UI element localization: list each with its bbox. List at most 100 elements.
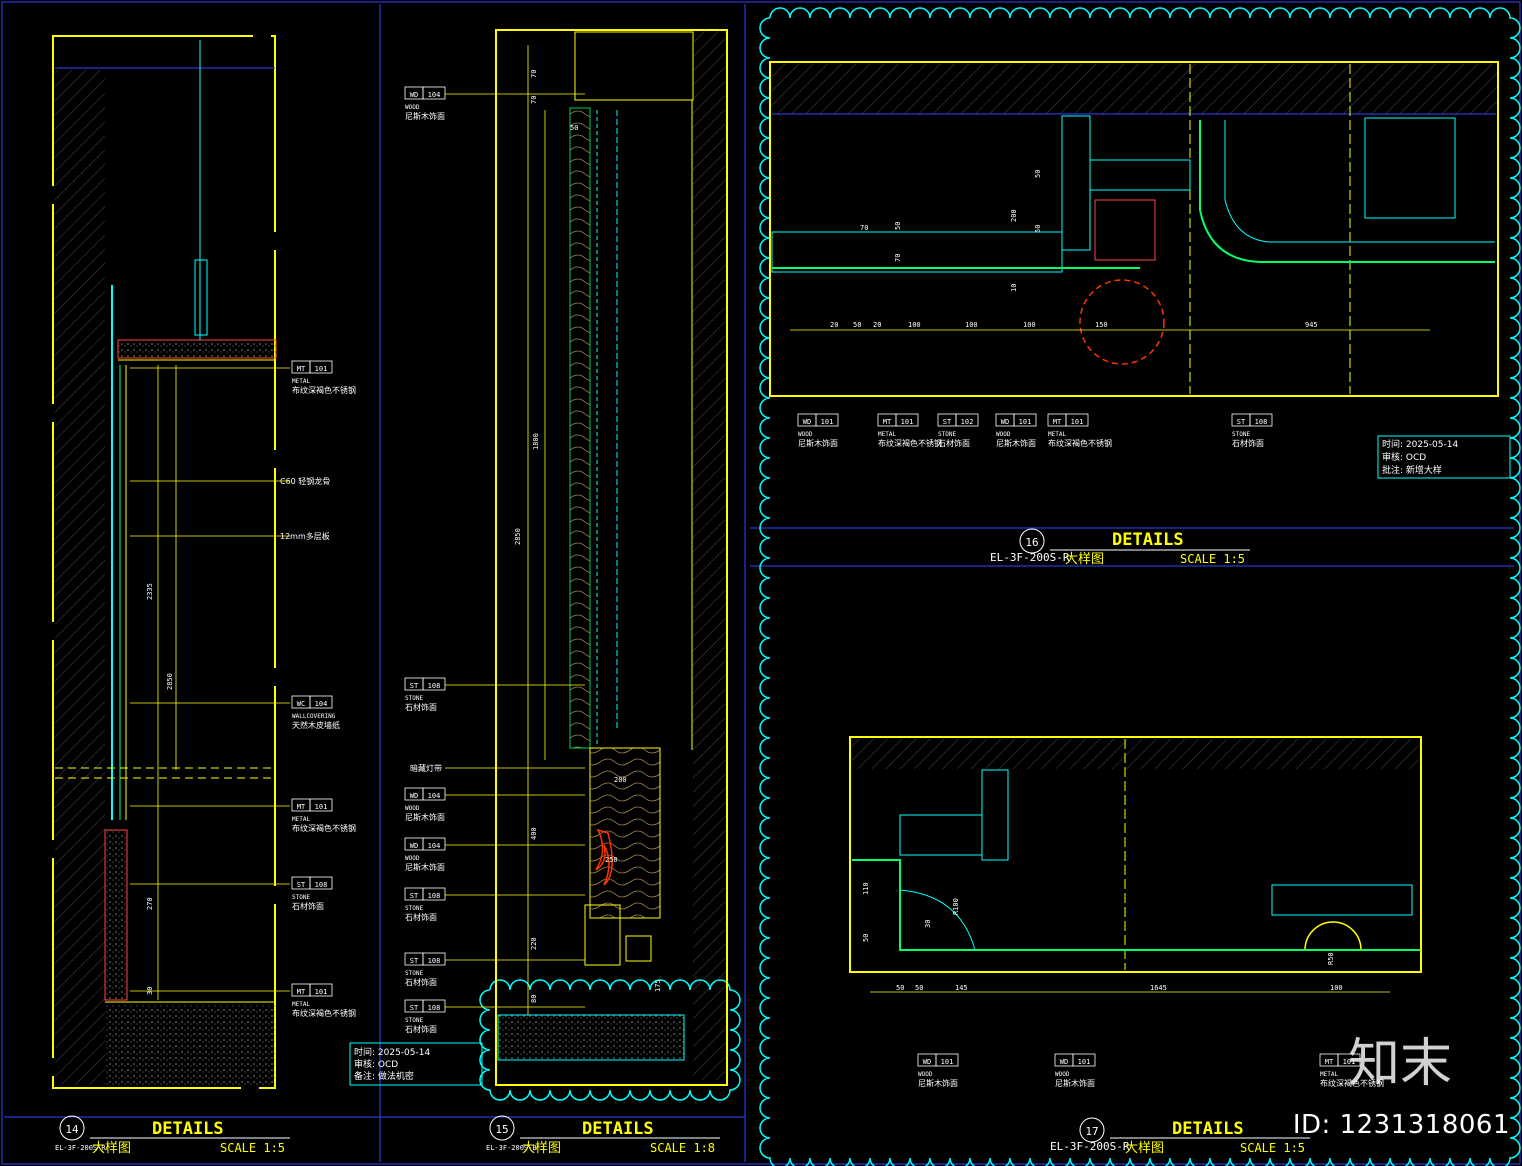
panel-subtitle: 大样图 [92,1141,131,1156]
panel-number: 16 [1025,536,1038,549]
panel-code: EL-3F-200S-R [990,551,1070,564]
dimension-label: 50 [894,222,902,230]
dimension-label: 50 [853,321,861,329]
callout-number: 101 [1019,418,1032,426]
dimension-label: 30 [146,987,154,995]
callout-number: 108 [428,957,441,965]
callout-number: 101 [315,803,328,811]
callout-code: WD [410,91,418,99]
callout-code: WD [923,1058,931,1066]
callout-number: 101 [941,1058,954,1066]
callout-number: 102 [961,418,974,426]
callout-code: ST [410,1004,419,1012]
callout-code: ST [1237,418,1246,426]
title-block-14: 14 DETAILS EL-3F-200S-R 大样图 SCALE 1:5 [55,1115,290,1156]
dimension-label: 100 [1330,984,1343,992]
callout-number: 101 [901,418,914,426]
callout-number: 101 [1343,1058,1356,1066]
dimension-label: 1645 [1150,984,1167,992]
callout-text: 石材饰面 [405,977,437,987]
image-id-label: ID: 1231318061 [1292,1110,1510,1140]
dimension-label: 220 [530,937,538,950]
dimension-label: 50 [1034,170,1042,178]
dimension-label: 30 [924,920,932,928]
callout-number: 101 [1078,1058,1091,1066]
panel-16-detail [769,61,1499,397]
callout-sub: STONE [405,695,423,702]
panel-16-info-box: 时间: 2025-05-14 审核: OCD 批注: 新增大样 [1377,435,1511,479]
callout-number: 101 [315,365,328,373]
callout-text: 暗藏灯带 [410,763,442,773]
callout-number: 108 [428,1004,441,1012]
dimension-label: 400 [530,827,538,840]
callout-text: 尼斯木饰面 [405,812,445,822]
callout-number: 104 [428,842,441,850]
callout-sub: WOOD [798,431,813,438]
panel-15-detail [495,29,728,1086]
panel-15-info-box: 时间: 2025-05-14 审核: OCD 备注: 做法机密 [349,1042,483,1086]
callout-code: MT [297,988,306,996]
dimension-label: 2850 [166,673,174,690]
info-review: 审核: OCD [354,1058,398,1070]
callout-code: MT [883,418,892,426]
dimension-label: 50 [915,984,923,992]
callout-text: 布纹深褐色不锈钢 [1320,1078,1384,1088]
callout-sub: WOOD [405,805,420,812]
panel-code: EL-3F-200S-R [55,1144,106,1152]
dimension-label: 175 [654,979,662,992]
callout-sub: METAL [292,1001,310,1008]
callout-sub: WOOD [405,104,420,111]
callout-text: 石材饰面 [292,901,324,911]
callout-code: WD [1060,1058,1068,1066]
callout-text: 石材饰面 [405,1024,437,1034]
callout-text: C60 轻钢龙骨 [280,476,330,486]
dimension-label: R50 [1327,952,1335,965]
panel-code: EL-3F-200S-R [1050,1140,1130,1153]
info-review: 审核: OCD [1382,451,1426,463]
revision-cloud [759,7,1521,1166]
callout-sub: STONE [405,1017,423,1024]
panel-subtitle: 大样图 [522,1141,561,1156]
callout-sub: METAL [1320,1071,1338,1078]
brand-logo: 知末 [1347,1034,1452,1094]
callout-number: 104 [428,792,441,800]
dimension-label: 200 [1010,209,1018,222]
dimension-label: 250 [605,856,618,864]
callout-sub: STONE [292,894,310,901]
dimension-label: 150 [1095,321,1108,329]
callout-text: 石材饰面 [1232,438,1264,448]
dimension-label: 100 [965,321,978,329]
dimension-label: 100 [1023,321,1036,329]
dimension-label: 110 [862,882,870,895]
callout-code: WD [803,418,811,426]
callout-sub: WOOD [918,1071,933,1078]
info-time: 时间: 2025-05-14 [1382,438,1458,450]
callout-sub: STONE [405,970,423,977]
panel-title: DETAILS [152,1119,224,1139]
callout-code: ST [297,881,306,889]
callout-code: ST [943,418,952,426]
info-note: 批注: 新增大样 [1382,464,1442,476]
panel-title: DETAILS [1112,530,1184,550]
callout-code: WD [1001,418,1009,426]
callout-code: WC [297,700,305,708]
callout-sub: STONE [1232,431,1250,438]
dimension-label: 50 [570,124,578,132]
callout-sub: WALLCOVERING [292,713,336,720]
dimension-label: 270 [146,897,154,910]
panel-14-detail [52,35,277,1089]
callout-sub: METAL [292,378,310,385]
